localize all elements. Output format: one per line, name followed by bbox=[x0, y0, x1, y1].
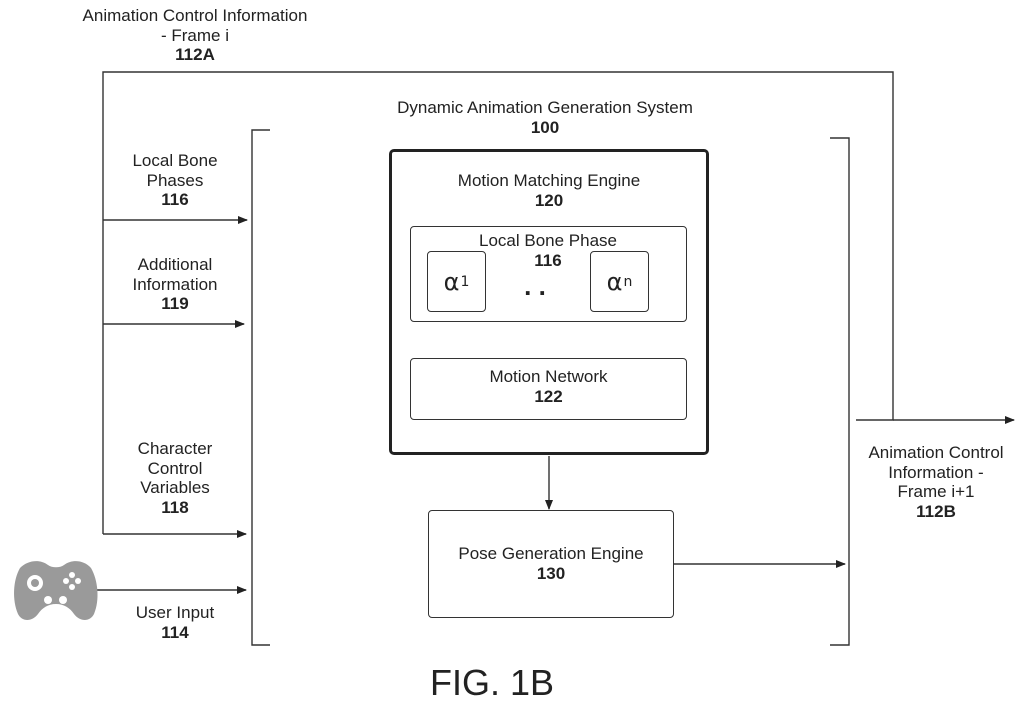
motion-matching-engine-label: Motion Matching Engine 120 bbox=[400, 171, 698, 210]
motion-network-box bbox=[410, 358, 687, 420]
system-number: 100 bbox=[530, 117, 560, 137]
motion-network-label: Motion Network 122 bbox=[420, 367, 677, 406]
local-bone-phases-line2: Phases bbox=[146, 170, 204, 190]
system-title: Dynamic Animation Generation System bbox=[397, 98, 693, 117]
pose-generation-engine-title: Pose Generation Engine bbox=[458, 544, 644, 563]
output-line3: Frame i+1 bbox=[897, 482, 975, 502]
pose-generation-engine-label: Pose Generation Engine 130 bbox=[434, 544, 668, 583]
local-bone-phases-number: 116 bbox=[161, 190, 189, 210]
local-bone-phase-number: 116 bbox=[534, 250, 562, 270]
motion-network-title: Motion Network bbox=[489, 367, 608, 386]
user-input-label: User Input 114 bbox=[110, 603, 240, 642]
alpha-ellipsis-text: . . bbox=[524, 271, 546, 301]
user-input-number: 114 bbox=[161, 622, 189, 642]
motion-matching-engine-number: 120 bbox=[534, 190, 564, 210]
gamepad-icon bbox=[14, 561, 98, 620]
pose-generation-engine-number: 130 bbox=[536, 563, 566, 583]
local-bone-phases-line1: Local Bone bbox=[132, 151, 218, 170]
additional-information-number: 119 bbox=[161, 294, 189, 314]
right-bracket bbox=[830, 137, 850, 646]
alpha-1-subscript: 1 bbox=[460, 273, 470, 290]
local-bone-phase-label: Local Bone Phase 116 bbox=[430, 231, 666, 270]
user-input-line1: User Input bbox=[135, 603, 215, 622]
alpha-n-subscript: n bbox=[623, 273, 633, 290]
left-bracket bbox=[251, 129, 270, 646]
character-control-line3: Variables bbox=[140, 478, 210, 498]
character-control-variables-label: Character Control Variables 118 bbox=[110, 439, 240, 517]
alpha-1-symbol: α bbox=[443, 267, 460, 296]
character-control-number: 118 bbox=[161, 497, 189, 517]
top-input-line1: Animation Control Information bbox=[82, 6, 308, 25]
motion-network-number: 122 bbox=[534, 386, 563, 406]
output-line1: Animation Control bbox=[868, 443, 1004, 462]
additional-information-line2: Information bbox=[132, 274, 218, 294]
top-input-line2: - Frame i bbox=[161, 25, 229, 45]
output-line2: Information - bbox=[888, 462, 984, 482]
system-label: Dynamic Animation Generation System 100 bbox=[340, 98, 750, 137]
figure-label: FIG. 1B bbox=[430, 662, 555, 703]
additional-information-line1: Additional bbox=[137, 255, 213, 274]
output-number: 112B bbox=[916, 501, 956, 521]
additional-information-label: Additional Information 119 bbox=[110, 255, 240, 314]
alpha-n-symbol: α bbox=[606, 267, 623, 296]
output-label: Animation Control Information - Frame i+… bbox=[852, 443, 1020, 521]
motion-matching-engine-title: Motion Matching Engine bbox=[457, 171, 641, 190]
alpha-ellipsis: . . bbox=[505, 271, 565, 302]
pose-generation-engine-box bbox=[428, 510, 674, 618]
top-input-label: Animation Control Information - Frame i … bbox=[50, 6, 340, 65]
feedback-loop-line bbox=[102, 71, 894, 534]
character-control-line2: Control bbox=[147, 458, 203, 478]
top-input-number: 112A bbox=[175, 45, 215, 65]
character-control-line1: Character bbox=[137, 439, 213, 458]
local-bone-phase-title: Local Bone Phase bbox=[479, 231, 617, 250]
local-bone-phases-label: Local Bone Phases 116 bbox=[110, 151, 240, 210]
